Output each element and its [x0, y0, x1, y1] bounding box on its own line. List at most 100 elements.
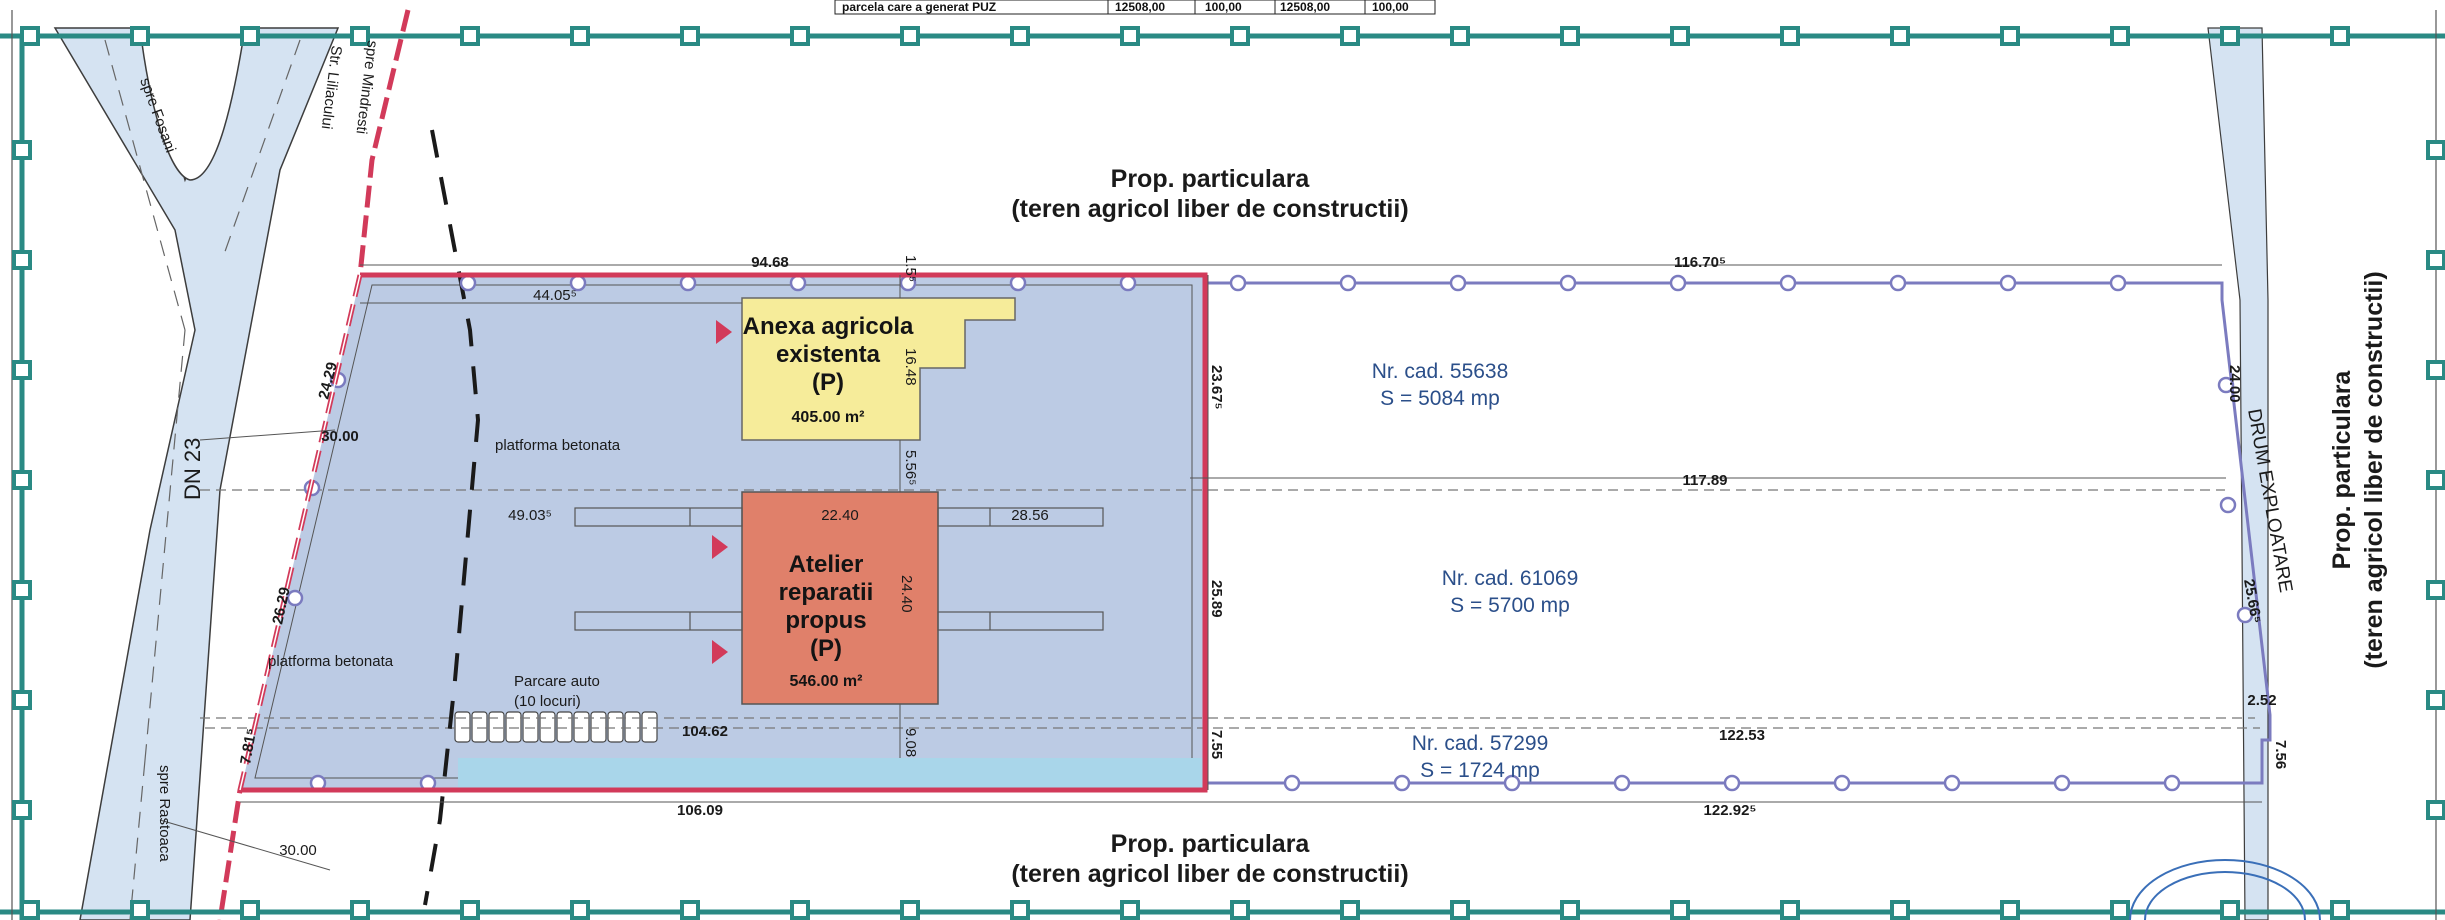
parking-space-icon: [624, 711, 641, 743]
svg-text:(teren agricol liber de constr: (teren agricol liber de constructii): [1011, 860, 1408, 888]
boundary-marker-icon: [1833, 774, 1851, 792]
frame-marker-icon: [1120, 26, 1140, 46]
annex-label: Anexa agricola existenta (P) 405.00 m²: [743, 313, 914, 426]
svg-text:94.68: 94.68: [751, 254, 789, 271]
entry-triangle-icon: [716, 320, 732, 344]
svg-text:Anexa agricola: Anexa agricola: [743, 313, 914, 340]
svg-text:S = 5084 mp: S = 5084 mp: [1380, 387, 1500, 410]
svg-text:(teren agricol liber de constr: (teren agricol liber de constructii): [2360, 271, 2388, 668]
boundary-marker-icon: [1009, 274, 1027, 292]
frame-marker-icon: [2000, 900, 2020, 920]
frame-marker-icon: [1890, 26, 1910, 46]
boundary-marker-icon: [459, 274, 477, 292]
boundary-marker-icon: [286, 589, 304, 607]
parking-space-icon: [556, 711, 573, 743]
parking-space-icon: [607, 711, 624, 743]
svg-text:16.48: 16.48: [902, 348, 919, 386]
frame-marker-icon: [2220, 26, 2240, 46]
svg-text:7.56: 7.56: [2272, 740, 2289, 769]
svg-text:44.05⁵: 44.05⁵: [533, 287, 577, 304]
table-cell: 12508,00: [1280, 0, 1330, 14]
parking-space-icon: [454, 711, 471, 743]
frame-marker-icon: [12, 250, 32, 270]
svg-text:Nr. cad. 57299: Nr. cad. 57299: [1412, 732, 1549, 755]
svg-text:Prop. particulara: Prop. particulara: [2328, 370, 2356, 570]
frame-marker-icon: [570, 26, 590, 46]
parking-space-icon: [573, 711, 590, 743]
frame-marker-icon: [680, 900, 700, 920]
svg-text:existenta: existenta: [776, 341, 881, 368]
svg-text:117.89: 117.89: [1682, 472, 1727, 489]
frame-marker-icon: [2426, 250, 2445, 270]
svg-text:25.89: 25.89: [1208, 580, 1225, 618]
dn23-road: [53, 27, 340, 920]
boundary-marker-icon: [2217, 376, 2235, 394]
parcel-label-55638: Nr. cad. 55638 S = 5084 mp: [1372, 360, 1509, 410]
parcel-markers: [286, 274, 2254, 792]
svg-text:122.53: 122.53: [1719, 727, 1765, 744]
boundary-marker-icon: [1779, 274, 1797, 292]
frame-marker-icon: [790, 26, 810, 46]
frame-marker-icon: [1010, 26, 1030, 46]
site-boundary-front: [217, 9, 411, 920]
boundary-marker-icon: [1339, 274, 1357, 292]
svg-text:1.5⁵: 1.5⁵: [902, 255, 919, 282]
svg-text:2.52: 2.52: [2247, 692, 2276, 709]
parking-space-icon: [590, 711, 607, 743]
entry-markers: [712, 320, 732, 664]
frame-marker-icon: [20, 26, 40, 46]
frame-marker-icon: [12, 470, 32, 490]
table-cell: 100,00: [1372, 0, 1409, 14]
frame-marker-icon: [900, 900, 920, 920]
svg-text:Prop. particulara: Prop. particulara: [1111, 165, 1311, 193]
frame-marker-icon: [350, 900, 370, 920]
frame-marker-icon: [2220, 900, 2240, 920]
frame-marker-icon: [900, 26, 920, 46]
parking-space-icon: [641, 711, 658, 743]
svg-text:546.00 m²: 546.00 m²: [790, 673, 863, 690]
table-cell: 12508,00: [1115, 0, 1165, 14]
svg-text:7.55: 7.55: [1208, 730, 1225, 759]
svg-text:S = 5700 mp: S = 5700 mp: [1450, 594, 1570, 617]
frame-marker-icon: [240, 900, 260, 920]
boundary-marker-icon: [1999, 274, 2017, 292]
parking-label: Parcare auto: [514, 673, 600, 690]
boundary-marker-icon: [1393, 774, 1411, 792]
frame-marker-icon: [1010, 900, 1030, 920]
frame-marker-icon: [2426, 140, 2445, 160]
frame-marker-icon: [2426, 690, 2445, 710]
data-table: parcela care a generat PUZ 12508,00 100,…: [834, 0, 1436, 15]
parcel-boundary: [1205, 281, 2272, 785]
boundary-marker-icon: [2109, 274, 2127, 292]
svg-text:106.09: 106.09: [677, 802, 723, 819]
frame-marker-icon: [1670, 26, 1690, 46]
workshop-label: Atelier reparatii propus (P) 546.00 m²: [779, 551, 874, 690]
frame-marker-icon: [12, 360, 32, 380]
parcel-label-61069: Nr. cad. 61069 S = 5700 mp: [1442, 567, 1579, 617]
svg-text:(P): (P): [810, 635, 842, 662]
parking-spaces: [454, 711, 658, 743]
svg-text:5.56⁵: 5.56⁵: [902, 450, 919, 485]
frame-marker-icon: [680, 26, 700, 46]
svg-text:24.40: 24.40: [898, 575, 915, 613]
direction-rastoaca: spre Rastoaca: [156, 765, 173, 862]
boundary-marker-icon: [679, 274, 697, 292]
table-row-label: parcela care a generat PUZ: [842, 0, 996, 14]
direction-mindresti: spre Mindresti: [353, 40, 381, 136]
boundary-marker-icon: [789, 274, 807, 292]
frame-marker-icon: [130, 900, 150, 920]
boundary-marker-icon: [1889, 274, 1907, 292]
outer-frame: [0, 10, 2445, 920]
neighbor-east: Prop. particulara (teren agricol liber d…: [2328, 271, 2388, 668]
svg-text:S = 1724 mp: S = 1724 mp: [1420, 759, 1540, 782]
frame-marker-icon: [2426, 800, 2445, 820]
svg-text:49.03⁵: 49.03⁵: [508, 507, 552, 524]
frame-marker-icon: [1450, 26, 1470, 46]
frame-marker-icon: [2000, 26, 2020, 46]
boundary-marker-icon: [1559, 274, 1577, 292]
dimension-lines: [159, 264, 2262, 871]
frame-marker-icon: [1780, 26, 1800, 46]
parking-space-icon: [522, 711, 539, 743]
svg-text:24.00: 24.00: [2226, 365, 2243, 403]
svg-text:22.40: 22.40: [821, 507, 859, 524]
